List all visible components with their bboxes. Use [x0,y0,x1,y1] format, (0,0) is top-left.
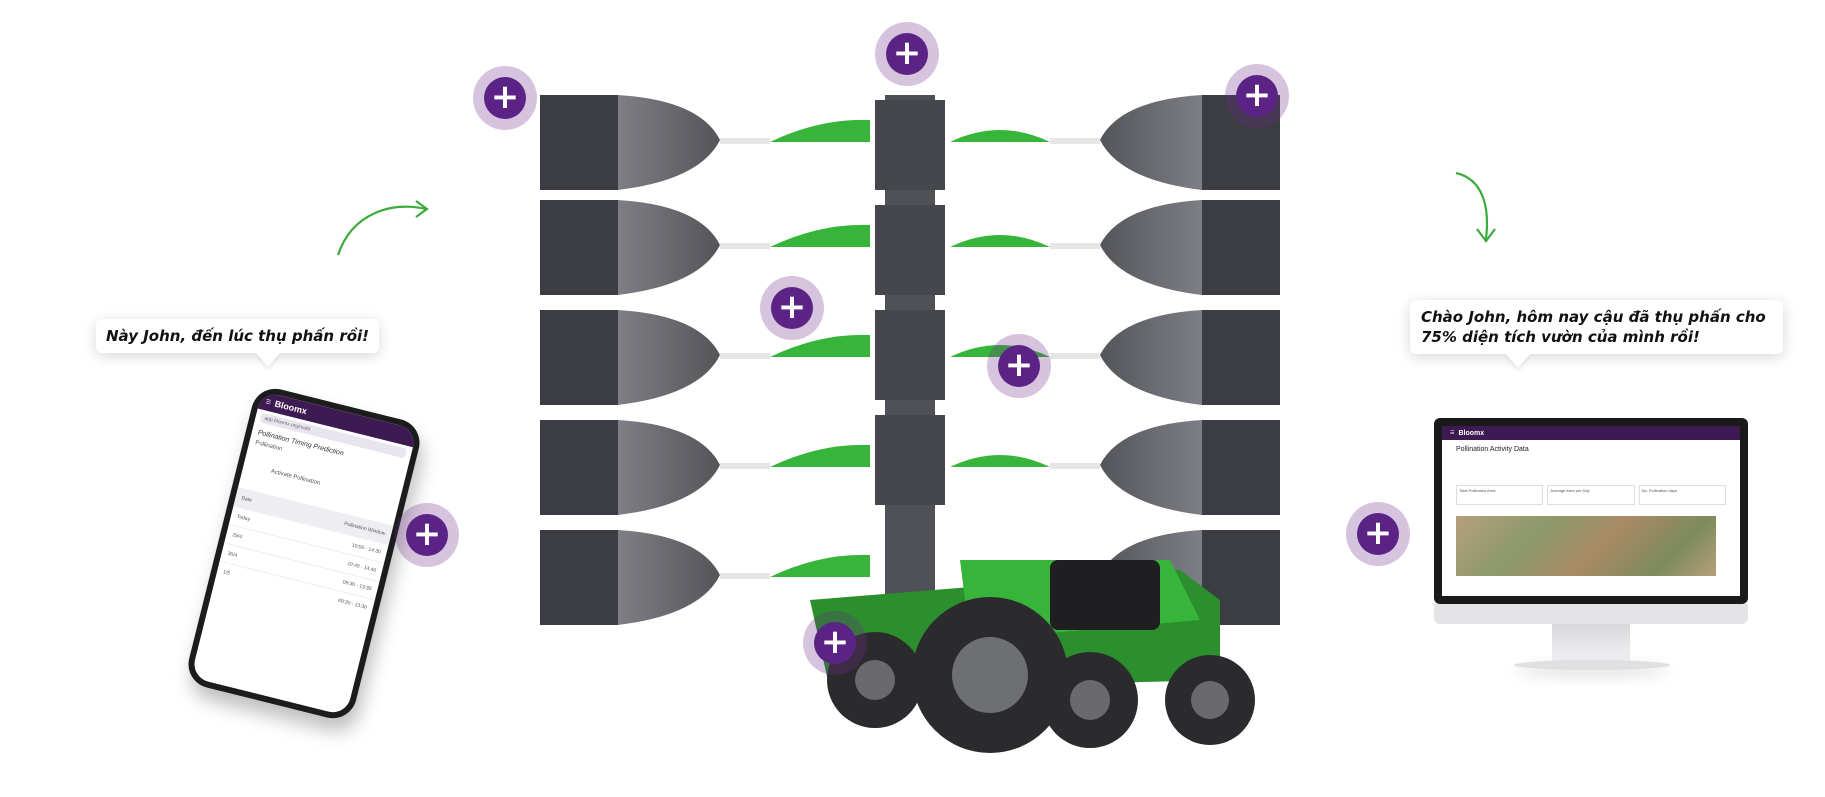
plus-icon: + [814,622,856,664]
speech-bubble-right: Chào John, hôm nay cậu đã thụ phấn cho 7… [1410,300,1783,354]
arm-row [540,310,1280,405]
arm-row [540,420,1280,515]
phone-brand: Bloomx [273,398,309,417]
monitor-page-title: Pollination Activity Data [1456,446,1529,453]
hotspot-plus-button[interactable]: + [1225,64,1289,128]
monitor-chin [1434,604,1748,624]
stat-card: Total Pollinated Area [1456,485,1544,505]
monitor-brand: Bloomx [1458,429,1485,437]
pollination-robot-illustration [540,95,1280,753]
stats-cards: Total Pollinated Area Average Area per D… [1442,479,1740,511]
hotspot-plus-button[interactable]: + [803,611,867,675]
satellite-map[interactable] [1456,516,1716,576]
plus-icon: + [406,514,448,556]
speech-bubble-left: Này John, đến lúc thụ phấn rồi! [96,319,379,353]
menu-icon[interactable]: ☰ [1450,430,1455,436]
hotspot-plus-button[interactable]: + [1346,502,1410,566]
column-header: Date [240,495,253,504]
row-date: 29/4 [231,532,243,541]
hotspot-plus-button[interactable]: + [760,276,824,340]
hotspot-plus-button[interactable]: + [395,503,459,567]
phone-screen: ☰ Bloomx app.bloomx.org/mobi Pollination… [190,391,418,716]
menu-icon[interactable]: ☰ [264,398,272,406]
stat-card: No. Pollination days [1638,485,1726,505]
stat-card: Average Area per Day [1547,485,1635,505]
hotspot-plus-button[interactable]: + [473,66,537,130]
row-window: 10:40 - 14:40 [346,560,377,574]
monitor-base [1514,660,1670,670]
monitor-screen: ☰ Bloomx Pollination Activity Data Total… [1442,426,1740,596]
arm-row [540,95,1280,190]
arrow-right-curved-icon [1455,171,1496,243]
plus-icon: + [1236,75,1278,117]
row-window: 09:30 - 13:30 [342,579,373,593]
arrow-left-curved-icon [336,200,429,256]
plus-icon: + [886,33,928,75]
row-date: Today [236,513,251,523]
toggle-label: Activate Pollination [270,468,321,487]
plus-icon: + [771,287,813,329]
plus-icon: + [998,345,1040,387]
tractor [810,560,1255,753]
arm-row [540,200,1280,295]
phone-mockup: ☰ Bloomx app.bloomx.org/mobi Pollination… [183,383,425,724]
row-window: 10:00 - 14:30 [351,542,382,556]
row-date: 1/5 [222,569,231,577]
plus-icon: + [484,77,526,119]
row-window: 09:30 - 13:30 [337,597,368,611]
desktop-monitor-mockup: ☰ Bloomx Pollination Activity Data Total… [1434,418,1748,674]
arm-row [540,530,1280,625]
monitor-stand [1552,624,1630,662]
hotspot-plus-button[interactable]: + [875,22,939,86]
monitor-frame: ☰ Bloomx Pollination Activity Data Total… [1434,418,1748,604]
plus-icon: + [1357,513,1399,555]
hotspot-plus-button[interactable]: + [987,334,1051,398]
monitor-app-header: ☰ Bloomx [1442,426,1740,440]
row-date: 30/4 [226,550,238,559]
